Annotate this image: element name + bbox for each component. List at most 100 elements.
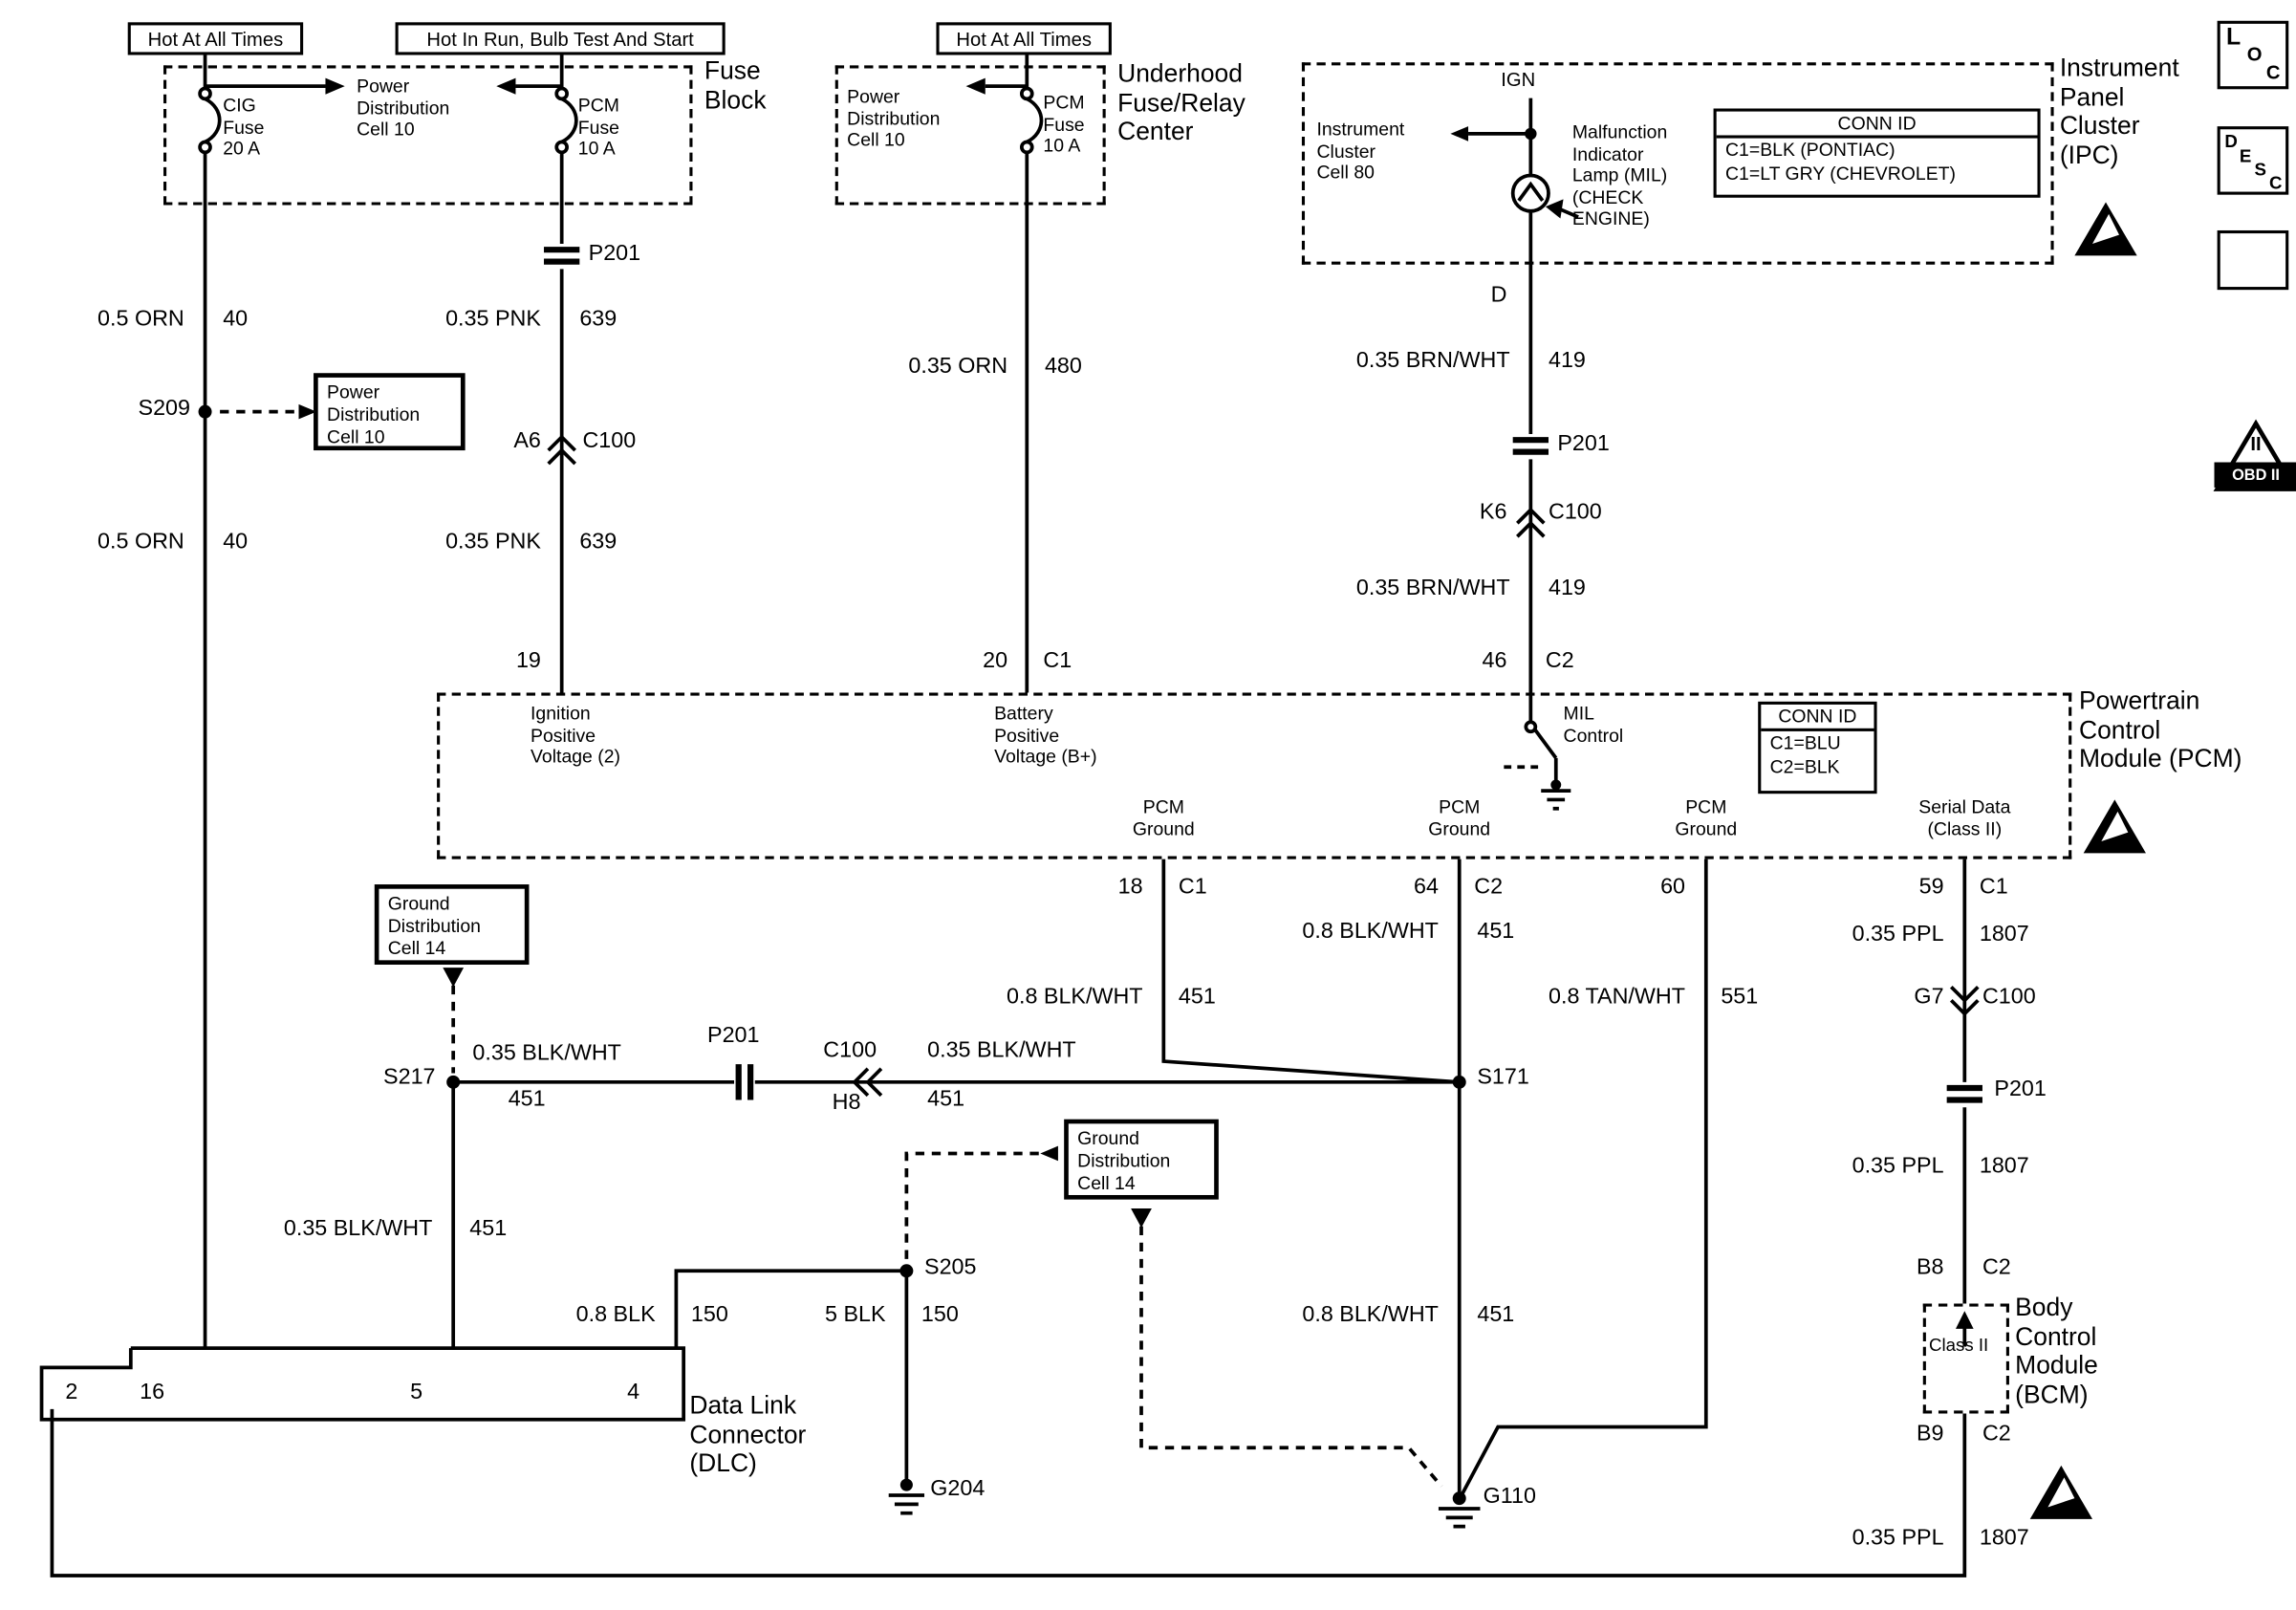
- wire-gauge-label: 0.35 PPL: [1852, 921, 1944, 947]
- wire-gauge-label: 0.5 ORN: [97, 529, 184, 555]
- banner-text: Hot At All Times: [147, 27, 284, 51]
- conn-id-row: C1=BLK (PONTIAC): [1725, 140, 1895, 161]
- desc-letter: E: [2239, 145, 2252, 167]
- arrow-icon-powerdist-underhood: [965, 77, 986, 95]
- wire-gauge-label: 5 BLK: [825, 1301, 886, 1328]
- esd-warning-icon-ipc: [2074, 202, 2137, 256]
- connector-label-c100: C100: [582, 427, 637, 454]
- fuse-icon-pcm-fuseblock: [560, 97, 578, 144]
- wire-circuit-label: 150: [690, 1301, 728, 1328]
- pcm-mil-control-label: MIL Control: [1563, 703, 1624, 746]
- splice-label-s205: S205: [924, 1254, 977, 1280]
- conn-id-title: CONN ID: [1761, 705, 1874, 731]
- pin-label-b8: B8: [1917, 1254, 1944, 1280]
- wire-circuit-label: 451: [1477, 918, 1515, 945]
- ground-dot-g204: [899, 1478, 913, 1491]
- pin-conn-label-c2: C2: [1982, 1421, 2011, 1447]
- dlc-title: Data Link Connector (DLC): [689, 1391, 807, 1479]
- pin-conn-label-c2: C2: [1474, 874, 1504, 900]
- wire-gauge-label: 0.35 PPL: [1852, 1525, 1944, 1551]
- ground-dot-g110: [1452, 1491, 1466, 1506]
- connector-label-c100: C100: [1548, 499, 1602, 525]
- pin-label-64: 64: [1414, 874, 1439, 900]
- wire-gauge-label: 0.8 BLK: [575, 1301, 656, 1328]
- dlc-pin-label-5: 5: [410, 1379, 423, 1405]
- wire-circuit-label: 639: [579, 529, 617, 555]
- arrow-icon-powerdist-right: [325, 77, 345, 95]
- pcm-ignition-voltage-label: Ignition Positive Voltage (2): [531, 703, 621, 768]
- wire-circuit-label: 1807: [1979, 1153, 2029, 1179]
- ref-box-ground-distribution-left: Ground Distribution Cell 14: [374, 884, 530, 966]
- ipc-box: [1301, 62, 2054, 265]
- ipc-conn-id-table: CONN ID C1=BLK (PONTIAC) C1=LT GRY (CHEV…: [1713, 108, 2041, 198]
- mil-lamp-icon: [1510, 173, 1550, 213]
- fuse-terminal-icon: [554, 86, 569, 101]
- desc-letter: D: [2224, 130, 2238, 152]
- fuse-block-box: [163, 65, 693, 206]
- pcm-ground-label-1: PCM Ground: [1132, 796, 1195, 839]
- wire-circuit-label: 1807: [1979, 1525, 2029, 1551]
- loc-button[interactable]: L O C: [2217, 20, 2289, 90]
- ref-pointer-s217-icon: [443, 968, 465, 988]
- pass-through-c100-k6-icon: [1516, 507, 1546, 538]
- pin-conn-label-c2: C2: [1982, 1254, 2011, 1280]
- next-page-button[interactable]: [2217, 229, 2289, 291]
- splice-label-s171: S171: [1477, 1064, 1529, 1090]
- banner-hot-in-run: Hot In Run, Bulb Test And Start: [395, 22, 726, 55]
- ipc-title: Instrument Panel Cluster (IPC): [2059, 53, 2179, 170]
- fuseblock-pcm-fuse-label: PCM Fuse 10 A: [577, 95, 619, 160]
- dlc-pin-label-4: 4: [627, 1379, 640, 1405]
- wire-gauge-label: 0.35 BLK/WHT: [472, 1040, 621, 1066]
- connector-label-c100: C100: [823, 1037, 877, 1063]
- ground-icon-g110: [1438, 1507, 1481, 1529]
- splice-label-s209: S209: [138, 395, 191, 421]
- ground-icon-g204: [888, 1493, 925, 1515]
- connector-label-a6: A6: [513, 427, 541, 454]
- connector-label-h8: H8: [832, 1089, 861, 1116]
- dlc-outline: [39, 1346, 686, 1422]
- desc-button[interactable]: D E S C: [2217, 126, 2289, 195]
- connector-label-p201: P201: [707, 1022, 760, 1049]
- bcm-title: Body Control Module (BCM): [2015, 1293, 2098, 1410]
- ground-label-g204: G204: [930, 1475, 986, 1502]
- fuseblock-power-dist-label: Power Distribution Cell 10: [357, 76, 450, 141]
- loc-letter: O: [2246, 43, 2263, 66]
- mil-switch-contact-icon: [1524, 720, 1538, 734]
- class2-label: Class II: [1929, 1335, 1989, 1356]
- wire-gauge-label: 0.35 ORN: [908, 354, 1008, 380]
- wire-circuit-label: 551: [1721, 984, 1759, 1010]
- pcm-serial-data-label: Serial Data (Class II): [1918, 796, 2011, 839]
- wire-gauge-label: 0.35 BLK/WHT: [283, 1215, 433, 1242]
- conn-id-row: C2=BLK: [1769, 756, 1840, 778]
- loc-letter: C: [2265, 60, 2281, 84]
- wire-circuit-label: 150: [921, 1301, 959, 1328]
- wire-gauge-label: 0.35 BRN/WHT: [1355, 347, 1510, 374]
- pcm-battery-voltage-label: Battery Positive Voltage (B+): [994, 703, 1097, 768]
- underhood-pcm-fuse-label: PCM Fuse 10 A: [1043, 92, 1085, 157]
- pin-conn-label-c1: C1: [1178, 874, 1207, 900]
- wire-gauge-label: 0.8 BLK/WHT: [1006, 984, 1143, 1010]
- pin-conn-label-c2: C2: [1545, 647, 1574, 674]
- esd-warning-icon-pcm: [2083, 799, 2146, 854]
- fuse-icon-pcm-underhood: [1026, 97, 1044, 144]
- banner-feed-stubs: [203, 54, 1029, 89]
- mil-lamp-filament: [1517, 181, 1545, 202]
- pcm-conn-id-table: CONN ID C1=BLU C2=BLK: [1758, 701, 1877, 794]
- obd2-numeral: II: [2250, 432, 2262, 455]
- instrument-cluster-label: Instrument Cluster Cell 80: [1316, 119, 1405, 184]
- splice-dot-s209: [198, 404, 212, 419]
- pin-label-20: 20: [983, 647, 1008, 674]
- cig-fuse-label: CIG Fuse 20 A: [223, 95, 265, 160]
- dlc-pin-label-2: 2: [65, 1379, 78, 1405]
- wire-circuit-label: 451: [469, 1215, 508, 1242]
- arrow-icon-class2-up: [1955, 1311, 1974, 1329]
- wire-ppl-1807: [50, 859, 1967, 1577]
- wire-gauge-label: 0.5 ORN: [97, 306, 184, 332]
- wire-gauge-label: 0.35 BRN/WHT: [1355, 575, 1510, 601]
- fuse-terminal-icon: [198, 86, 212, 101]
- wire-circuit-label: 451: [1178, 984, 1216, 1010]
- banner-text: Hot In Run, Bulb Test And Start: [426, 27, 694, 51]
- conn-id-row: C1=BLU: [1769, 732, 1841, 754]
- wire-gauge-label: 0.8 TAN/WHT: [1549, 984, 1686, 1010]
